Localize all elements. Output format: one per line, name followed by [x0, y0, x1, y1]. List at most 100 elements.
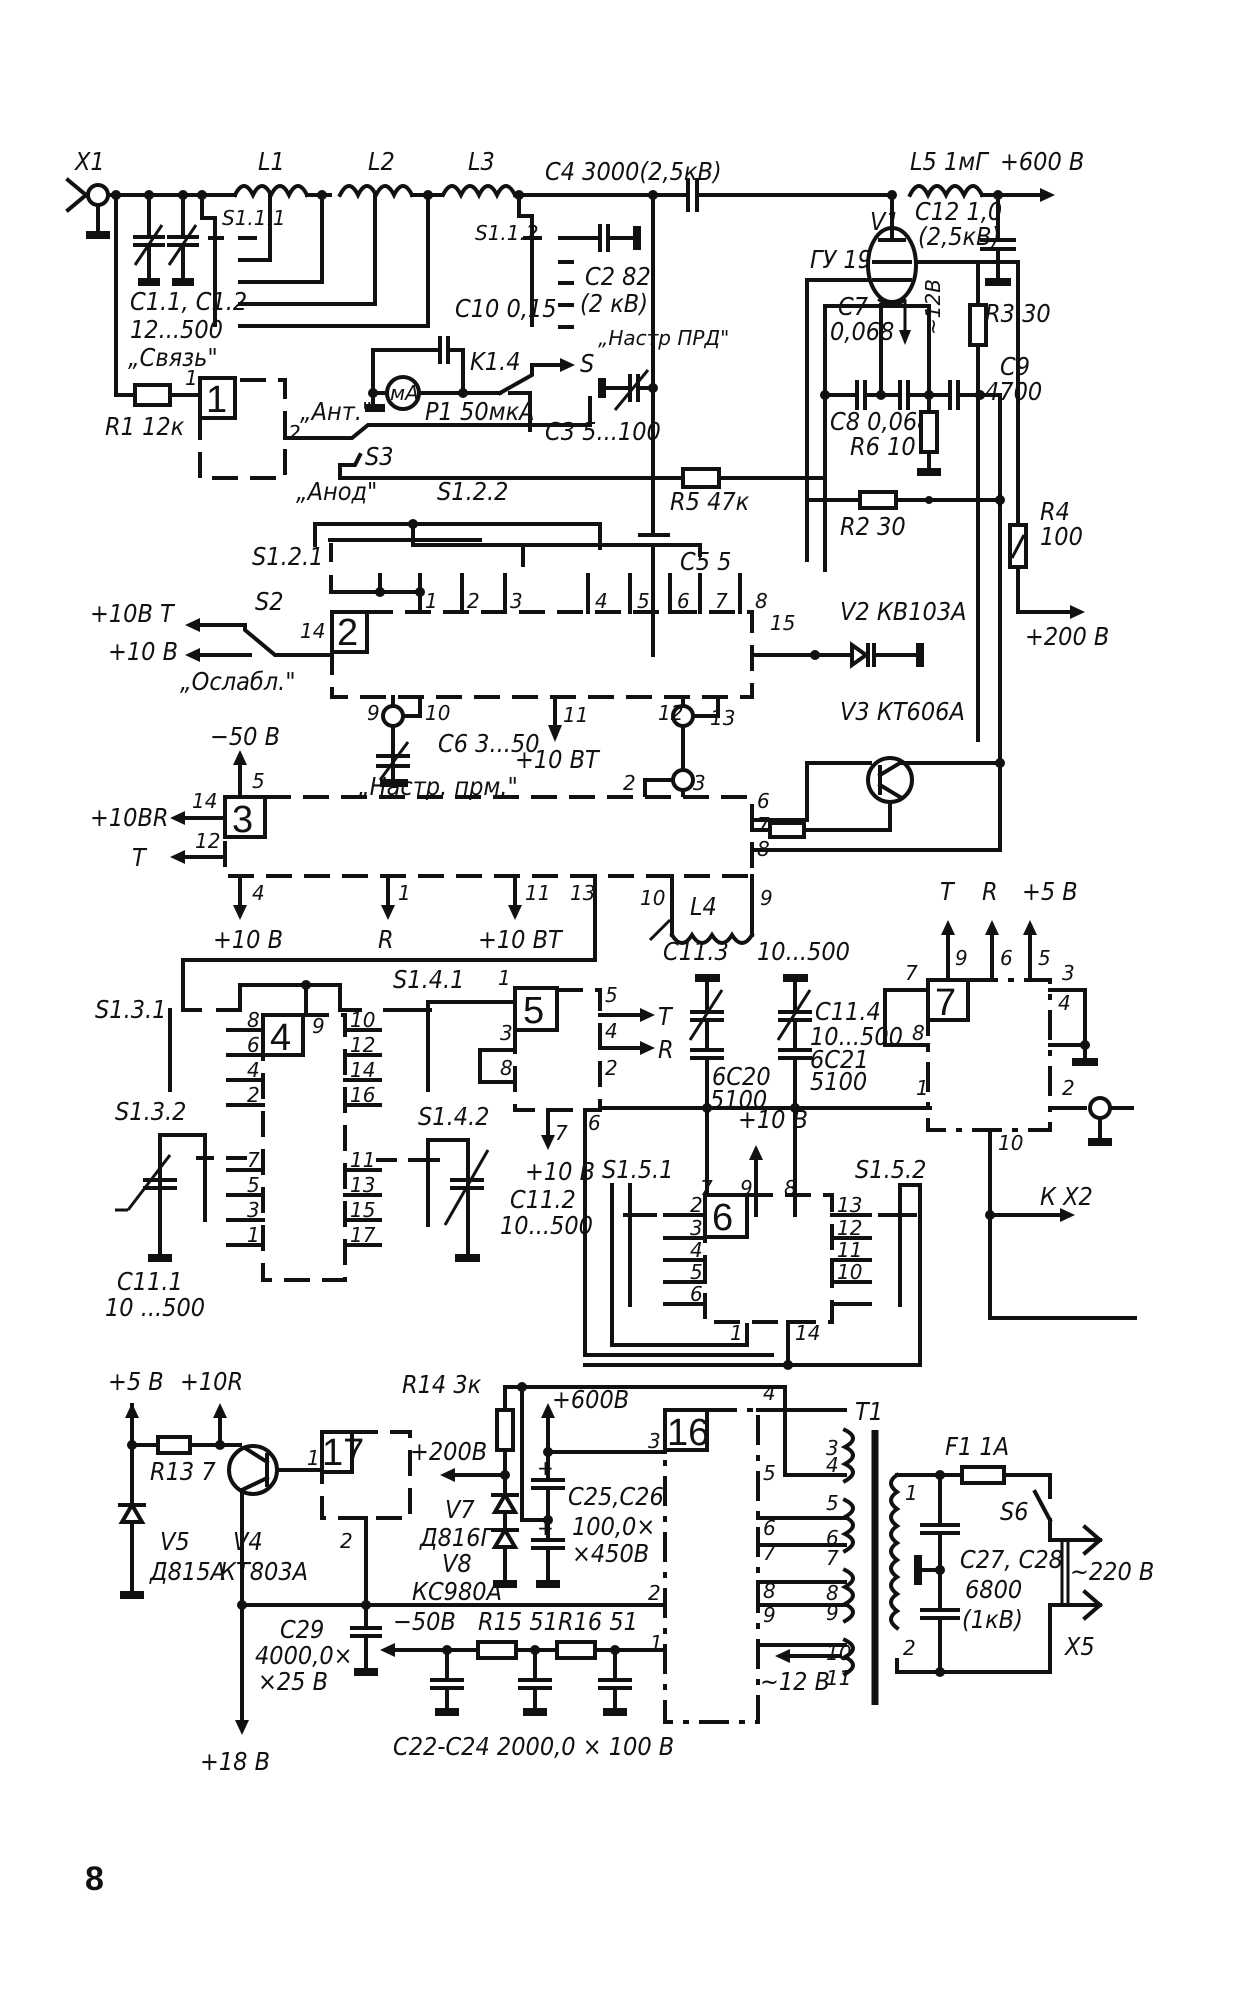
transformer-secondary-icon — [840, 1427, 855, 1677]
label-b3-pin6: 6 — [757, 789, 770, 813]
label-psu-p10r: +10R — [180, 1367, 243, 1396]
label-t1-pin6: 6 — [826, 1526, 839, 1550]
label-s141: S1.4.1 — [393, 965, 464, 994]
label-s6: S6 — [1000, 1497, 1029, 1526]
zener-v7-icon — [491, 1491, 519, 1514]
label-v1: V1 — [870, 207, 900, 236]
label-s112: S1.1.2 — [475, 221, 539, 245]
label-b3-pin5: 5 — [252, 769, 265, 793]
label-s132: S1.3.2 — [115, 1097, 186, 1126]
label-b2-pin7: 7 — [715, 589, 728, 613]
label-b7-pin6: 6 — [1000, 946, 1013, 970]
psu-section: +5 В R13 7 +10R V5 Д815А 1 +1 — [108, 1367, 1154, 1776]
label-b16-pin3: 3 — [648, 1429, 661, 1453]
label-v2: V2 КВ103А — [840, 597, 967, 626]
label-x5: X5 — [1064, 1632, 1095, 1661]
label-s131: S1.3.1 — [95, 995, 166, 1024]
resistor-r16-icon — [555, 1640, 597, 1660]
label-c21-v: 5100 — [810, 1067, 867, 1096]
label-b6-pin2: 2 — [690, 1193, 703, 1217]
label-ac12: ~12 В — [760, 1667, 830, 1696]
label-b1-pin1: 1 — [185, 366, 198, 390]
label-b5-pin4: 4 — [605, 1019, 618, 1043]
transformer-primary-icon — [889, 1472, 901, 1631]
label-plus600: +600 В — [1000, 147, 1084, 176]
fuse-f1-icon — [960, 1465, 1006, 1485]
label-b4-pin11: 11 — [350, 1148, 375, 1172]
label-b5-pin1: 1 — [498, 966, 511, 990]
label-b2-pin3: 3 — [510, 589, 523, 613]
label-b4-pin10: 10 — [350, 1008, 375, 1032]
label-b4-pin15: 15 — [350, 1198, 375, 1222]
label-b4-pin9: 9 — [312, 1014, 325, 1038]
resistor-r15-icon — [476, 1640, 518, 1660]
label-b5-pin6: 6 — [588, 1111, 601, 1135]
label-r15: R15 51 — [478, 1607, 558, 1636]
label-k14: K1.4 — [470, 347, 521, 376]
zener-v8-icon — [491, 1526, 519, 1549]
label-b3-pin2: 2 — [623, 771, 636, 795]
label-t1-pin3: 3 — [826, 1436, 839, 1460]
label-c7-v: 0,068 — [830, 317, 894, 346]
label-l4-pin10: 10 — [640, 886, 665, 910]
label-l5: L5 1мГ — [910, 147, 990, 176]
label-v3: V3 КТ606А — [840, 697, 965, 726]
label-b3-pin8: 8 — [757, 837, 770, 861]
label-b2-pin8: 8 — [755, 589, 768, 613]
label-psu-p5: +5 В — [108, 1367, 164, 1396]
label-c27-v2: (1кВ) — [962, 1605, 1023, 1634]
label-s142: S1.4.2 — [418, 1102, 489, 1131]
resistor-r6-icon — [919, 410, 939, 454]
label-c3-mode: „Настр ПРД" — [598, 326, 729, 350]
label-c25-v2: ×450В — [572, 1539, 649, 1568]
label-b7-pin8: 8 — [912, 1021, 925, 1045]
label-t1-pin11: 11 — [826, 1666, 851, 1690]
label-b2-pin15: 15 — [770, 611, 795, 635]
label-plus200: +200 В — [1025, 622, 1109, 651]
antenna-section: X1 L1 L2 L3 S1.1.1 — [65, 147, 892, 537]
label-t1-pin4: 4 — [826, 1453, 839, 1477]
label-b4-pin5: 5 — [247, 1173, 260, 1197]
resistor-r2-icon — [858, 490, 898, 510]
label-b2-pin14: 14 — [300, 619, 325, 643]
label-b6-pin14: 14 — [795, 1321, 820, 1345]
label-b5-pin2: 2 — [605, 1056, 618, 1080]
block-5: 5 — [523, 990, 544, 1032]
label-b16-pin7: 7 — [763, 1541, 776, 1565]
inductor-l5-icon — [907, 184, 985, 200]
label-anod: „Анод" — [296, 477, 377, 506]
label-v4: V4 — [233, 1527, 263, 1556]
transistor-v4-icon — [227, 1444, 279, 1496]
label-t1-pin5: 5 — [826, 1491, 839, 1515]
label-t1-pin10: 10 — [826, 1641, 851, 1665]
label-c8: C8 0,068 — [830, 407, 932, 436]
label-c10: C10 0,15 — [455, 294, 557, 323]
label-b6-pin13: 13 — [837, 1193, 862, 1217]
label-b7-pin1: 1 — [916, 1076, 929, 1100]
label-b7-pin9: 9 — [955, 946, 968, 970]
label-c29-v: 4000,0× — [255, 1641, 353, 1670]
label-b7-pin7: 7 — [905, 961, 918, 985]
label-c27: C27, C28 — [960, 1545, 1063, 1574]
label-c111-range: 10 ...500 — [105, 1293, 205, 1322]
label-c5: C5 5 — [680, 547, 731, 576]
label-b7-pin5: 5 — [1038, 946, 1051, 970]
label-l4-pin9: 9 — [760, 886, 773, 910]
label-p18: +18 В — [200, 1747, 270, 1776]
label-x1: X1 — [74, 147, 105, 176]
label-b16-pin2: 2 — [648, 1581, 661, 1605]
label-r13: R13 7 — [150, 1457, 216, 1486]
block-3: 3 — [232, 799, 253, 841]
block-7-section: Т R +5 В 9 6 5 7 7 8 3 4 1 2 10 — [883, 877, 1137, 1320]
label-r2: R2 30 — [840, 512, 906, 541]
label-b2-pin6: 6 — [677, 589, 690, 613]
label-s3: S3 — [365, 442, 394, 471]
label-b3-t: Т — [132, 843, 148, 872]
label-v7: V7 — [445, 1495, 475, 1524]
label-r5: R5 47к — [670, 487, 750, 516]
label-tube-type: ГУ 19 — [810, 245, 872, 274]
label-c11-c12: C1.1, C1.2 — [130, 287, 247, 316]
label-b16-pin5: 5 — [763, 1461, 776, 1485]
block-1: 1 — [206, 379, 227, 421]
